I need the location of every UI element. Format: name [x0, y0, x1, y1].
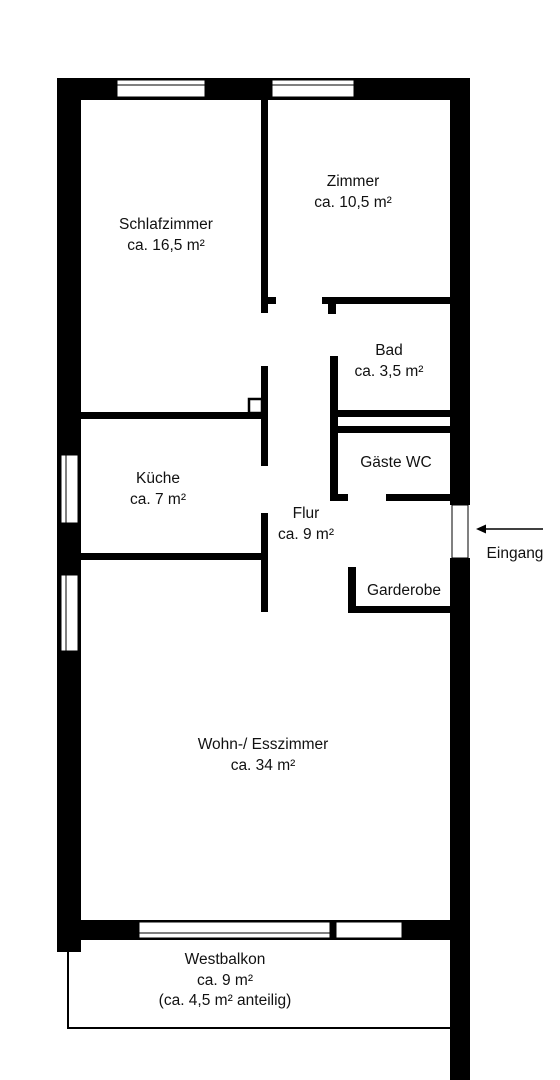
label-zimmer-name: Zimmer [327, 173, 380, 190]
label-kueche-name: Küche [136, 470, 180, 487]
wall-schlaf-kueche [80, 412, 267, 419]
windows [60, 79, 469, 939]
interior-walls [80, 98, 452, 613]
label-flur-name: Flur [293, 505, 320, 522]
label-wohnzimmer-area: ca. 34 m² [231, 757, 296, 774]
wall-bad-wc-2 [336, 426, 452, 433]
wall-bad-left [330, 356, 338, 498]
right-wall-upper [450, 78, 470, 505]
label-eingang: Eingang [487, 545, 544, 562]
window-schlafzimmer [116, 79, 206, 98]
wall-bad-wc-1 [336, 410, 452, 417]
label-kueche-area: ca. 7 m² [130, 491, 186, 508]
label-schlafzimmer-area: ca. 16,5 m² [127, 237, 205, 254]
wall-wc-bottom-left [330, 494, 348, 501]
wall-schlaf-zimmer [261, 98, 268, 313]
right-wall-lower [450, 558, 470, 1080]
label-zimmer-area: ca. 10,5 m² [314, 194, 392, 211]
shaft-box [247, 397, 264, 415]
label-gaeste-wc: Gäste WC [360, 454, 431, 471]
wall-garderobe-bottom [348, 606, 452, 613]
label-westbalkon-area: ca. 9 m² [197, 972, 253, 989]
window-zimmer [271, 79, 355, 98]
wall-zimmer-stub [261, 297, 276, 304]
wall-kueche-wohn [80, 553, 267, 560]
entrance-door [451, 504, 469, 559]
label-wohnzimmer-name: Wohn-/ Esszimmer [198, 736, 329, 753]
balcony-outline [67, 952, 452, 1029]
label-bad-area: ca. 3,5 m² [355, 363, 424, 380]
wall-wc-bottom-right [386, 494, 452, 501]
wall-zimmer-bad [322, 297, 452, 304]
label-schlafzimmer-name: Schlafzimmer [119, 216, 213, 233]
label-flur-area: ca. 9 m² [278, 526, 334, 543]
window-kueche [60, 454, 79, 524]
label-garderobe: Garderobe [367, 582, 441, 599]
wall-flur-lower [261, 513, 268, 612]
wall-flur-upper [261, 366, 268, 466]
label-westbalkon-name: Westbalkon [185, 951, 266, 968]
wall-garderobe-left [348, 567, 356, 613]
window-wohnzimmer-left [60, 574, 79, 652]
label-bad-name: Bad [375, 342, 403, 359]
wall-bad-stub [328, 297, 336, 314]
label-westbalkon-note: (ca. 4,5 m² anteilig) [159, 992, 292, 1009]
room-labels: Zimmer ca. 10,5 m² Schlafzimmer ca. 16,5… [119, 173, 543, 1009]
arrow-left-icon [476, 524, 543, 534]
window-wohnzimmer-bottom [138, 921, 403, 939]
